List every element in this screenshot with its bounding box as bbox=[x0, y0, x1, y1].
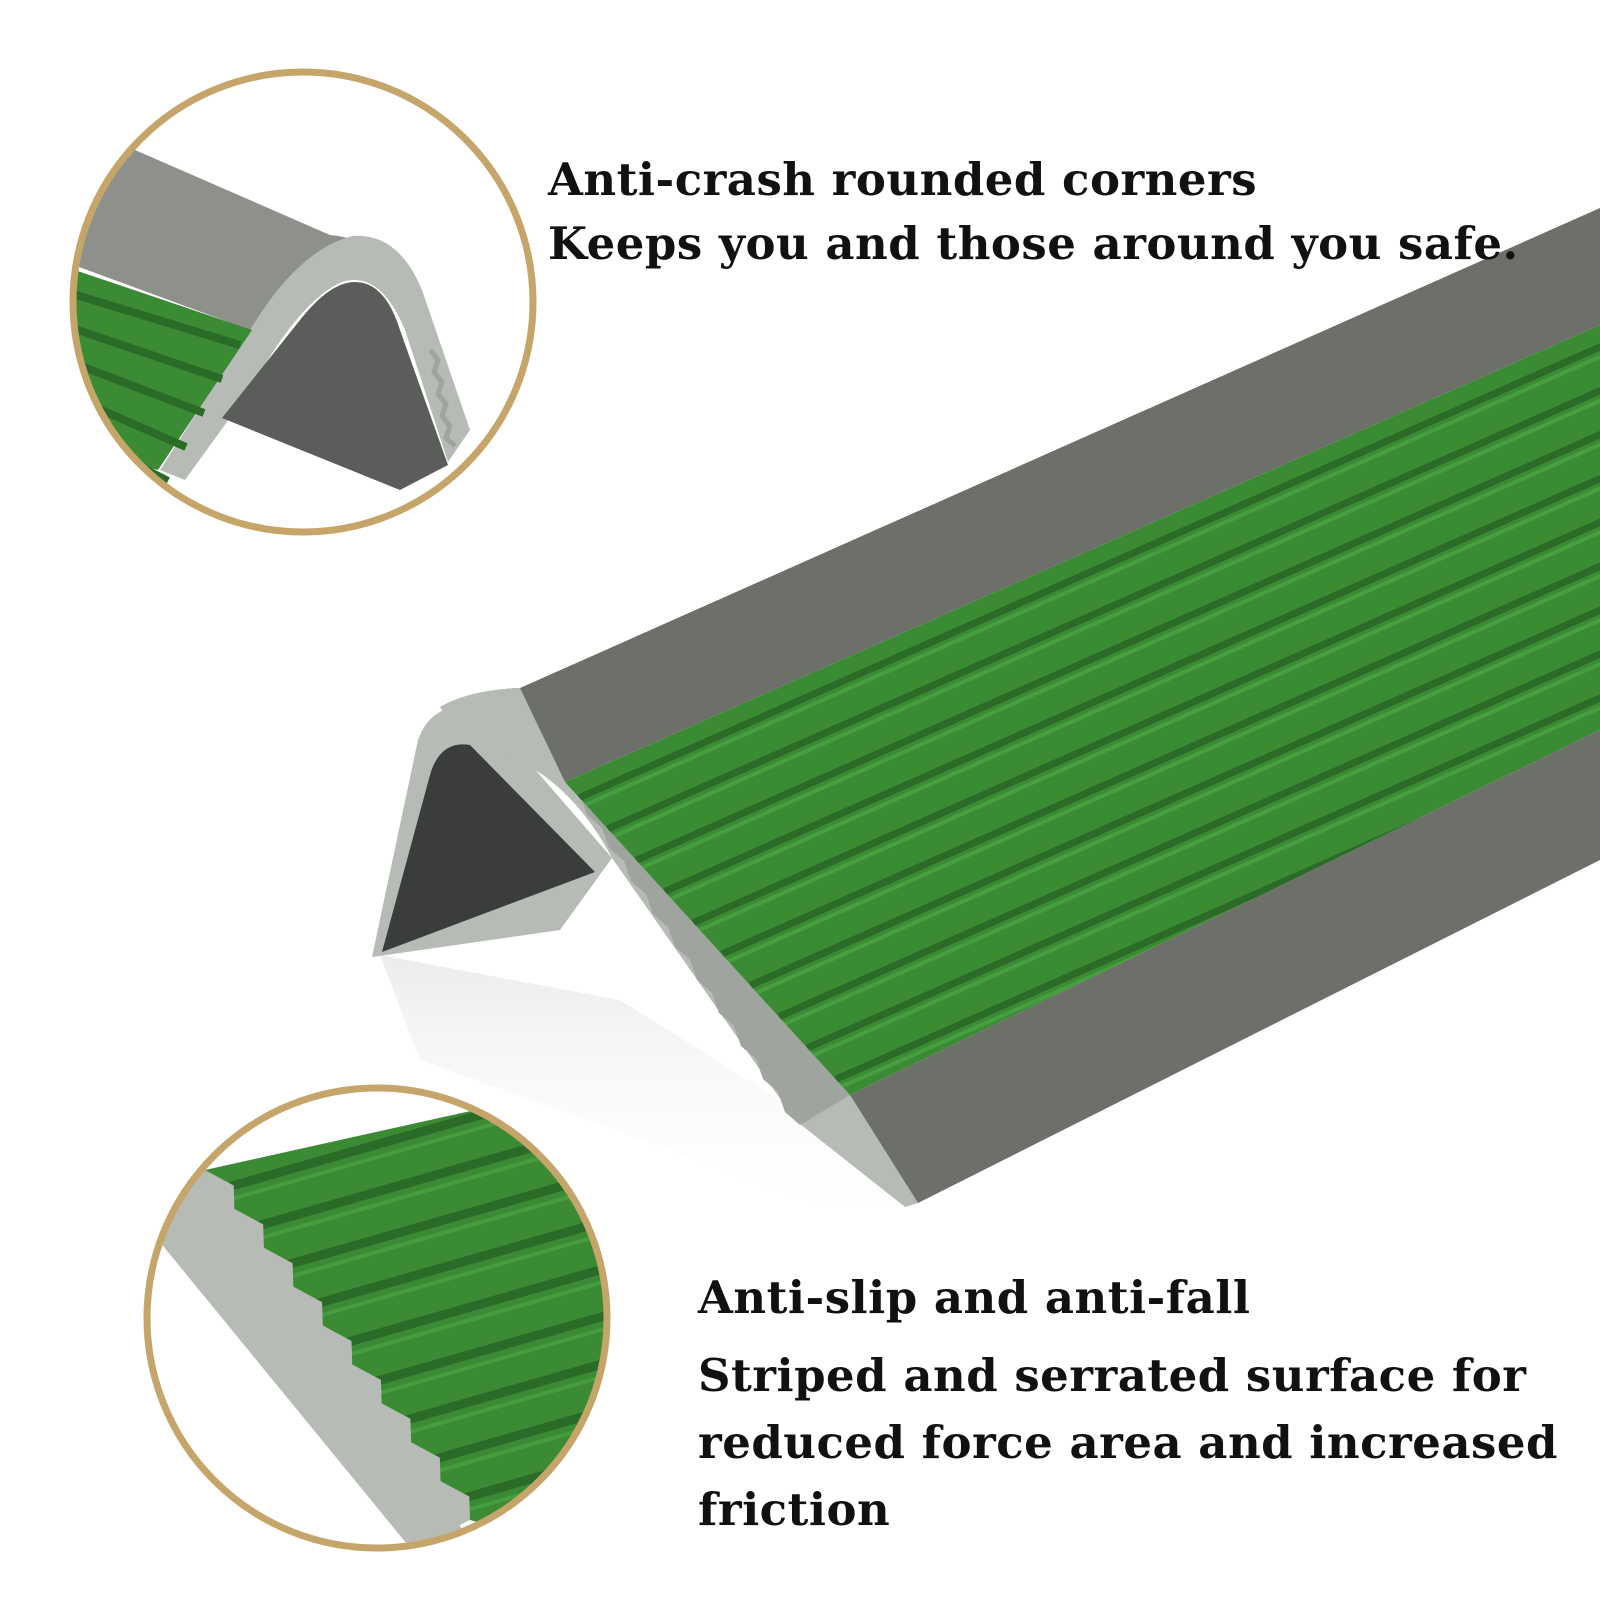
corner-feature-caption: Anti-crash rounded corners Keeps you and… bbox=[548, 148, 1548, 276]
serration-tread-rib-highlight bbox=[339, 1235, 605, 1359]
serration-tread-rib bbox=[336, 1220, 605, 1350]
tread-rib-groove bbox=[748, 433, 1600, 989]
serration-tread-rib bbox=[395, 1298, 605, 1428]
corner-detail-loupe bbox=[69, 68, 537, 536]
tread-rib-highlight bbox=[580, 325, 1600, 809]
serration-teeth bbox=[165, 1170, 470, 1540]
serration-tread-rib-highlight bbox=[281, 1157, 605, 1282]
tread-rib-highlight bbox=[608, 325, 1600, 840]
tread-rib-groove bbox=[577, 325, 1600, 801]
serration-tread-rib bbox=[454, 1376, 605, 1505]
serration-tread-rib-highlight bbox=[398, 1312, 605, 1437]
strip-serration-edge bbox=[565, 782, 850, 1125]
serration-tread-rib-highlight bbox=[369, 1273, 605, 1398]
serration-tread-rib bbox=[365, 1259, 605, 1389]
tread-rib-groove bbox=[720, 402, 1600, 958]
corner-serration bbox=[428, 348, 457, 448]
tread-rib-highlight bbox=[751, 444, 1600, 997]
serration-tread-rib-highlight bbox=[310, 1196, 605, 1321]
serration-loupe-ring bbox=[143, 1084, 611, 1552]
strip-shadow bbox=[380, 955, 920, 1240]
tread-rib-groove bbox=[634, 325, 1600, 864]
corner-loupe-ring bbox=[69, 68, 537, 536]
corner-inner-shadow bbox=[222, 282, 448, 490]
slip-feature-title: Anti-slip and anti-fall bbox=[698, 1271, 1251, 1324]
tread-rib-highlight bbox=[665, 350, 1600, 903]
tread-rib-highlight bbox=[694, 381, 1600, 934]
serration-tread-rib bbox=[277, 1142, 605, 1272]
serration-detail-loupe bbox=[143, 1084, 611, 1552]
slip-feature-description: Striped and serrated surface for reduced… bbox=[698, 1349, 1558, 1536]
serration-tread-rib bbox=[424, 1337, 605, 1466]
tread-rib-groove bbox=[805, 496, 1600, 1052]
serration-tread-rib bbox=[218, 1090, 605, 1194]
tread-rib-groove bbox=[691, 371, 1600, 927]
serration-tread-rib-highlight bbox=[428, 1351, 605, 1476]
tread-rib-groove bbox=[606, 325, 1600, 833]
tread-rib-highlight bbox=[637, 325, 1600, 872]
stair-nosing-strip bbox=[372, 208, 1600, 1207]
strip-top-face bbox=[440, 208, 1600, 782]
tread-rib-highlight bbox=[808, 506, 1600, 1059]
tread-rib-groove bbox=[663, 339, 1600, 895]
strip-inner-shadow bbox=[382, 744, 595, 952]
tread-rib-highlight bbox=[779, 475, 1600, 1028]
tread-rib-groove bbox=[777, 465, 1600, 1020]
tread-ribs bbox=[577, 325, 1600, 1091]
corner-tread-rib bbox=[75, 320, 224, 383]
serration-tread-rib bbox=[306, 1181, 605, 1311]
slip-feature-caption: Anti-slip and anti-fall Striped and serr… bbox=[698, 1268, 1558, 1543]
corner-feature-subtitle: Keeps you and those around you safe. bbox=[548, 217, 1519, 270]
tread-rib-highlight bbox=[722, 412, 1600, 965]
corner-tread-rib bbox=[75, 286, 242, 349]
corner-feature-title: Anti-crash rounded corners bbox=[548, 153, 1258, 206]
corner-rounded-edge bbox=[160, 235, 470, 480]
strip-front-flange bbox=[850, 730, 1600, 1203]
